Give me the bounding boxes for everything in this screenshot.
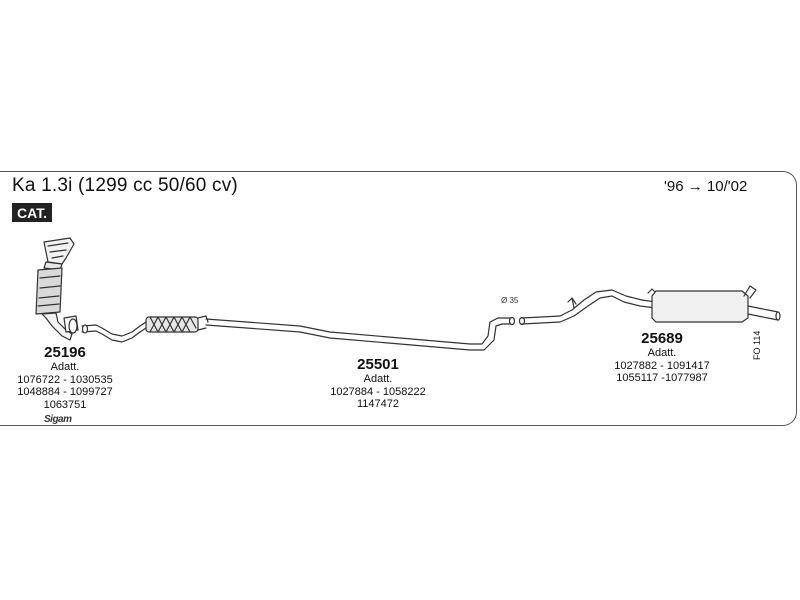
brand-logo: Sigam: [44, 414, 72, 425]
vehicle-title: Ka 1.3i (1299 cc 50/60 cv): [12, 175, 238, 196]
diameter-label: Ø 35: [501, 296, 519, 305]
part-note: Adatt.: [50, 361, 80, 373]
part-25501: 25501 Adatt. 1027884 - 1058222 1147472: [318, 356, 438, 411]
part-ref: 1055117 -1077987: [616, 372, 708, 384]
part-ref: 1027882 - 1091417: [614, 359, 710, 372]
part-note: Adatt.: [647, 347, 677, 359]
year-range: '96 → 10/'02: [664, 178, 748, 195]
part-number: 25196: [44, 344, 86, 361]
part-ref: 1063751: [43, 398, 87, 411]
sheet-code: FO 114: [752, 330, 762, 360]
manifold-catalyst-part: [35, 237, 79, 341]
part-ref: 1147472: [356, 398, 399, 410]
part-25689: 25689 Adatt. 1027882 - 1091417 1055117 -…: [602, 330, 722, 385]
part-ref: 1076722 - 1030535: [17, 373, 113, 386]
part-ref: 1027884 - 1058222: [330, 385, 426, 398]
rear-silencer-part: [518, 285, 781, 326]
part-number: 25501: [357, 356, 399, 373]
part-ref: 1048884 - 1099727: [17, 386, 113, 398]
part-25196: 25196 Adatt. 1076722 - 1030535 1048884 -…: [10, 344, 120, 411]
catalyst-badge: CAT.: [12, 203, 53, 222]
flex-pipe-part: [81, 315, 516, 351]
part-number: 25689: [641, 330, 683, 347]
part-note: Adatt.: [363, 373, 393, 385]
